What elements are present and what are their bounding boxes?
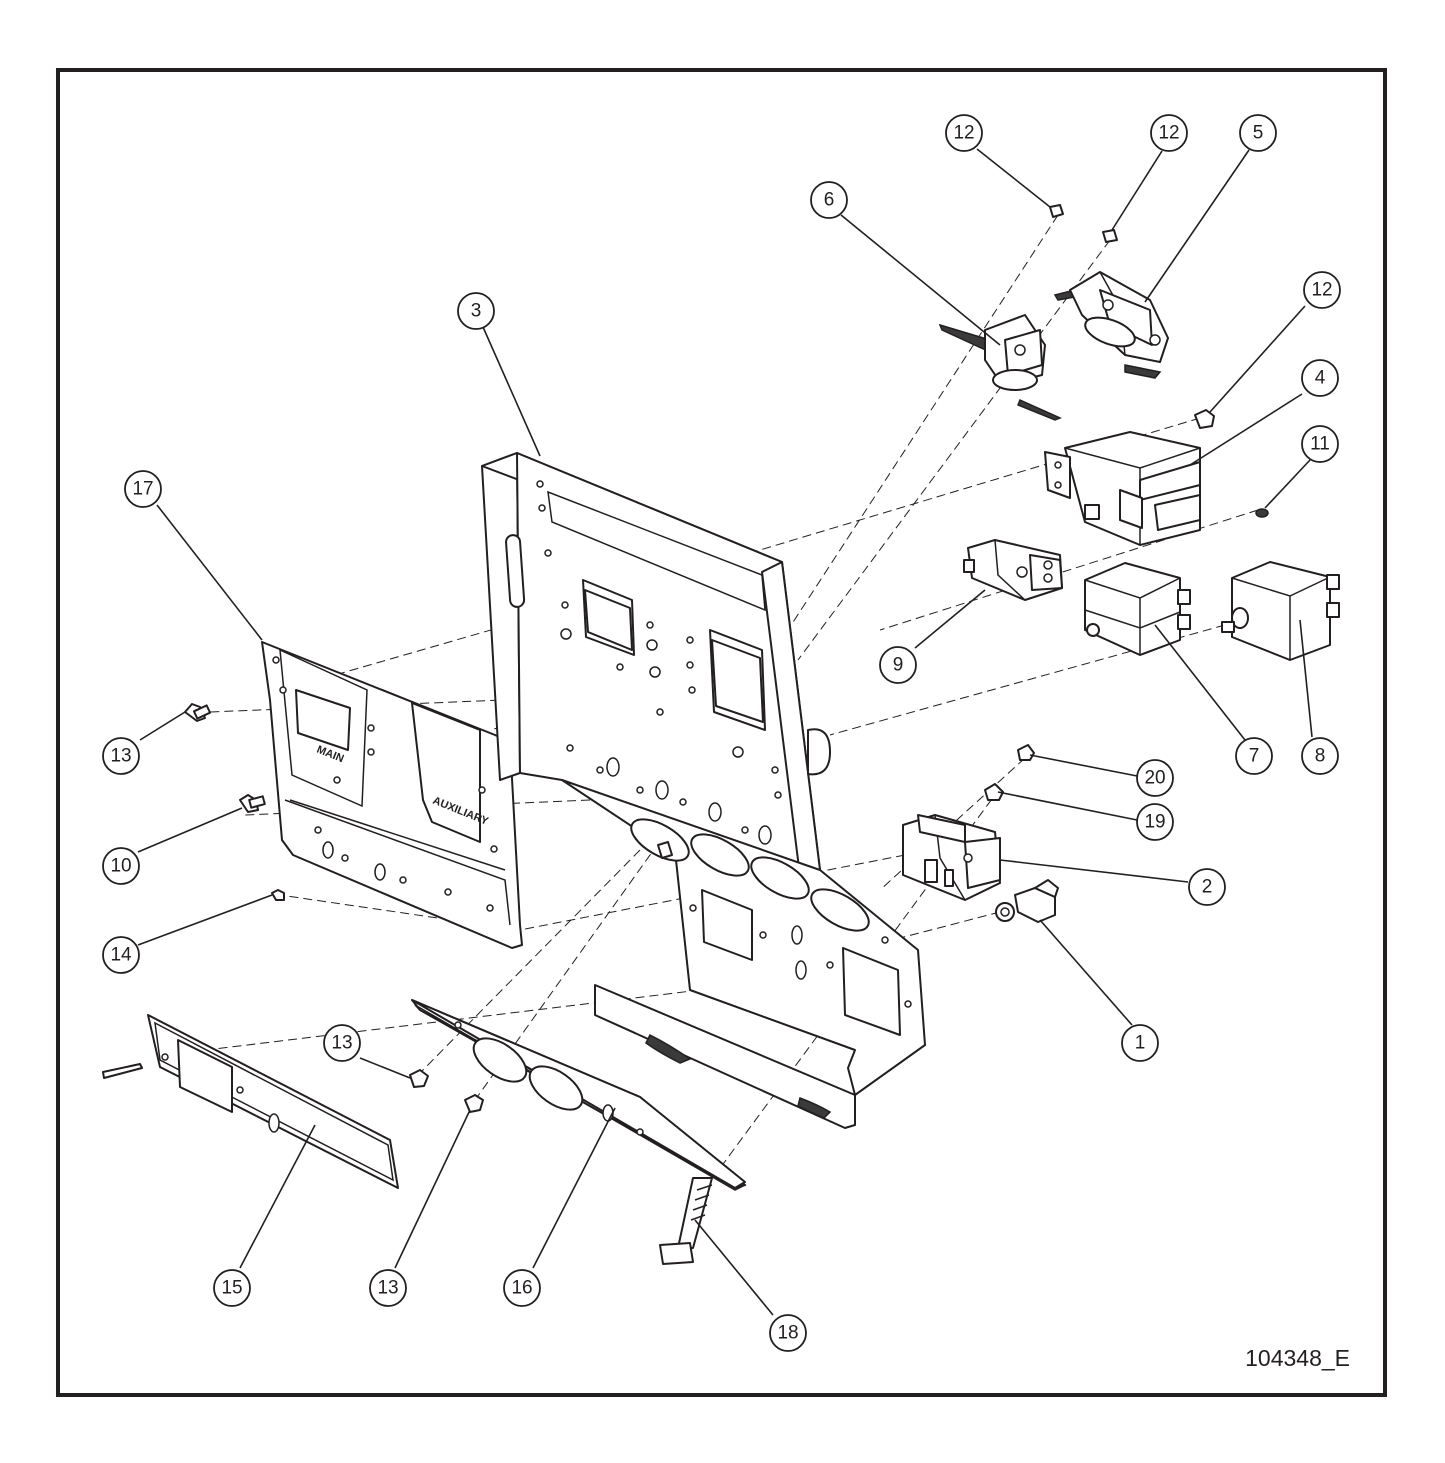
part-7-relay <box>1084 562 1191 656</box>
part-6-terminal-block <box>938 314 1062 421</box>
callout-12: 12 <box>1150 114 1188 152</box>
callout-14: 14 <box>102 936 140 974</box>
svg-text:12: 12 <box>1311 280 1332 301</box>
callout-bubbles: 12 12 5 6 3 12 4 11 17 9 7 8 13 20 19 10… <box>102 114 1341 1352</box>
part-4-contactor <box>1044 431 1201 546</box>
svg-text:15: 15 <box>221 1278 242 1299</box>
callout-13: 13 <box>102 737 140 775</box>
svg-text:16: 16 <box>511 1278 532 1299</box>
nuts <box>984 204 1269 801</box>
callout-10: 10 <box>102 847 140 885</box>
svg-text:1: 1 <box>1135 1033 1146 1054</box>
part-8-relay <box>1221 561 1340 661</box>
callout-13: 13 <box>323 1024 361 1062</box>
lower-bracket <box>561 779 926 1129</box>
callout-1: 1 <box>1121 1024 1159 1062</box>
svg-text:17: 17 <box>132 479 153 500</box>
svg-text:11: 11 <box>1310 434 1330 455</box>
svg-text:3: 3 <box>471 301 482 322</box>
callout-20: 20 <box>1136 759 1174 797</box>
svg-text:8: 8 <box>1315 746 1326 767</box>
callout-11: 11 <box>1301 425 1339 463</box>
svg-text:7: 7 <box>1249 746 1260 767</box>
callout-13: 13 <box>369 1269 407 1307</box>
callout-9: 9 <box>879 646 917 684</box>
svg-text:12: 12 <box>953 123 974 144</box>
svg-text:18: 18 <box>777 1323 798 1344</box>
drawing-frame <box>56 68 1387 1397</box>
part-2-switch-assembly <box>902 814 1001 901</box>
callout-15: 15 <box>213 1269 251 1307</box>
svg-text:10: 10 <box>110 856 131 877</box>
callout-18: 18 <box>769 1314 807 1352</box>
callout-3: 3 <box>457 292 495 330</box>
callout-2: 2 <box>1188 868 1226 906</box>
callout-4: 4 <box>1301 359 1339 397</box>
svg-text:5: 5 <box>1253 123 1264 144</box>
callout-8: 8 <box>1301 737 1339 775</box>
svg-text:6: 6 <box>824 190 835 211</box>
screws <box>102 703 673 1113</box>
callout-17: 17 <box>124 470 162 508</box>
part-9-relay <box>963 539 1063 601</box>
svg-text:14: 14 <box>110 945 132 966</box>
part-5-terminal-block <box>1053 271 1169 379</box>
svg-text:12: 12 <box>1158 123 1179 144</box>
svg-text:13: 13 <box>377 1278 398 1299</box>
part-3-mounting-bracket <box>481 452 831 877</box>
leader-lines <box>137 148 1313 1316</box>
callout-7: 7 <box>1235 737 1273 775</box>
svg-text:13: 13 <box>331 1033 352 1054</box>
svg-text:13: 13 <box>110 746 131 767</box>
part-18-bolt <box>659 1177 713 1265</box>
svg-text:4: 4 <box>1315 368 1326 389</box>
svg-text:9: 9 <box>893 655 904 676</box>
part-15-cover-plate <box>147 1014 399 1189</box>
callout-12: 12 <box>1303 271 1341 309</box>
svg-text:20: 20 <box>1144 768 1165 789</box>
callout-5: 5 <box>1239 114 1277 152</box>
callout-12: 12 <box>945 114 983 152</box>
part-1-toggle-switch <box>995 879 1059 923</box>
callout-16: 16 <box>503 1269 541 1307</box>
part-17-front-panel: MAIN AUXILIARY <box>261 641 523 949</box>
part-16-gasket <box>411 999 747 1191</box>
callout-6: 6 <box>810 181 848 219</box>
svg-text:2: 2 <box>1202 877 1213 898</box>
svg-text:19: 19 <box>1144 812 1165 833</box>
drawing-number: 104348_E <box>1245 1345 1350 1371</box>
callout-19: 19 <box>1136 803 1174 841</box>
